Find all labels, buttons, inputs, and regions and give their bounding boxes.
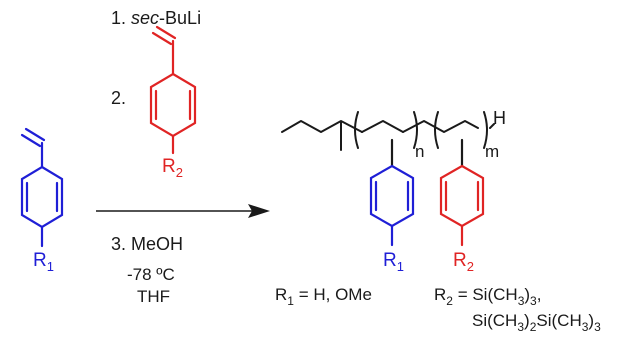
n-subscript: n [415, 142, 424, 161]
pendant-ring-r2 [439, 138, 485, 247]
r1-monomer-label: R1 [33, 250, 54, 274]
styrene-monomer-r2 [149, 25, 197, 155]
polymer-backbone [281, 111, 495, 151]
r1-polymer-label: R1 [383, 250, 404, 274]
r2-polymer-label: R2 [453, 250, 474, 274]
pendant-ring-r1 [369, 138, 415, 247]
solvent-text: THF [137, 287, 170, 306]
reaction-arrow [96, 204, 270, 218]
step2-text: 2. [111, 88, 126, 108]
m-subscript: m [485, 142, 499, 161]
r2-monomer-label: R2 [162, 156, 183, 180]
step1-text: 1. sec-BuLi [111, 8, 201, 28]
chain-end-h: H [493, 108, 506, 128]
r2-definition-line1: R2 = Si(CH3)3, [434, 285, 541, 308]
r1-definition: R1 = H, OMe [275, 285, 372, 308]
step3-text: 3. MeOH [111, 234, 183, 254]
r2-definition-line2: Si(CH3)2Si(CH3)3 [472, 311, 601, 334]
temperature-text: -78 ºC [127, 265, 175, 284]
styrene-monomer-r1 [20, 127, 64, 248]
